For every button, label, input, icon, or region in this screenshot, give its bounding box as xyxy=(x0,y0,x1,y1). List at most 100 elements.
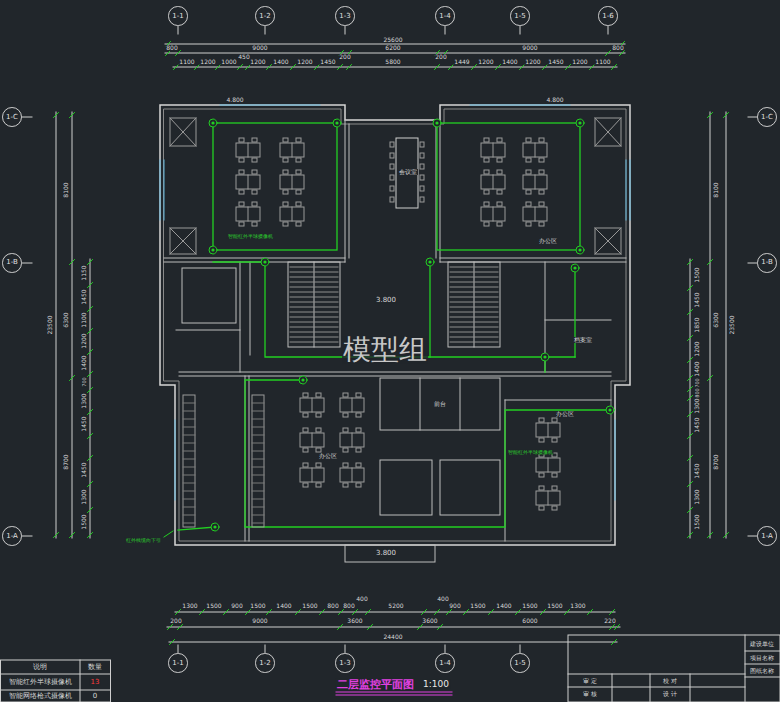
axis-label: 1-2 xyxy=(259,13,270,20)
dimension-line xyxy=(175,612,615,613)
axis-bubble: 1-C xyxy=(2,107,22,127)
dimension-tick xyxy=(612,65,617,70)
dimension-tick xyxy=(353,610,358,615)
dimension-tick xyxy=(88,482,93,487)
dimension-text: 1450 xyxy=(694,462,700,479)
axis-label: 1-4 xyxy=(439,13,450,20)
dimension-tick xyxy=(590,65,595,70)
dimension-text: 1400 xyxy=(272,59,289,65)
dimension-tick xyxy=(520,65,525,70)
dimension-text: 400 xyxy=(355,596,368,602)
camera-symbol xyxy=(209,119,217,127)
dimension-text: 1450 xyxy=(694,416,700,433)
desk-cluster xyxy=(236,170,260,194)
axis-label: 1-C xyxy=(761,114,773,121)
dimension-tick xyxy=(315,65,320,70)
dimension-line xyxy=(72,112,73,538)
conference-table xyxy=(396,138,418,208)
outer-wall xyxy=(160,105,630,545)
dimension-text: 1300 xyxy=(81,392,87,409)
dimension-text: 200 xyxy=(169,618,182,624)
title-block-cell: 图纸名称 xyxy=(749,668,775,674)
dimension-text: 1450 xyxy=(81,415,87,432)
leader-line xyxy=(164,531,173,537)
title-underline xyxy=(336,692,452,693)
dimension-tick xyxy=(688,286,693,291)
desk-cluster xyxy=(340,463,364,487)
dimension-text: 1450 xyxy=(694,291,700,308)
dimension-tick xyxy=(70,533,75,538)
axis-label: 1-1 xyxy=(172,13,183,20)
desk-cluster xyxy=(340,393,364,417)
title-block-cell: 项目名称 xyxy=(749,655,775,661)
axis-bubble: 1-3 xyxy=(335,653,354,672)
dimension-tick xyxy=(338,65,343,70)
dimension-tick xyxy=(88,456,93,461)
dimension-tick xyxy=(70,113,75,118)
dimension-tick xyxy=(339,610,344,615)
dimension-tick xyxy=(438,625,443,630)
dimension-tick xyxy=(464,610,469,615)
dimension-text: 5200 xyxy=(387,603,404,609)
dimension-text: 1200 xyxy=(477,59,494,65)
dimension-tick xyxy=(224,610,229,615)
dimension-line xyxy=(56,112,57,538)
column-box xyxy=(170,118,621,254)
monitor-cable xyxy=(178,123,610,530)
dimension-tick xyxy=(620,51,625,56)
dimension-text: 1300 xyxy=(81,488,87,505)
dimension-tick xyxy=(565,610,570,615)
dimension-text: 25600 xyxy=(382,37,403,43)
dimension-tick xyxy=(368,625,373,630)
desk-cluster xyxy=(280,138,304,162)
desk-cluster xyxy=(340,428,364,452)
dimension-text: 800 xyxy=(342,603,355,609)
dimension-tick xyxy=(238,65,243,70)
dimension-line xyxy=(710,112,711,538)
axis-label: 1-4 xyxy=(439,660,450,667)
dimension-text: 1200 xyxy=(199,59,216,65)
dimension-tick xyxy=(170,640,175,645)
dimension-text: 1000 xyxy=(220,59,237,65)
dimension-text: 6300 xyxy=(713,311,719,328)
dimension-tick xyxy=(54,533,59,538)
dimension-tick xyxy=(216,65,221,70)
dimension-tick xyxy=(178,625,183,630)
camera-symbol xyxy=(211,523,219,531)
dimension-tick xyxy=(496,65,501,70)
dimension-tick xyxy=(347,65,352,70)
desk-cluster xyxy=(300,393,324,417)
axis-label: 1-5 xyxy=(514,13,525,20)
axis-label: 1-C xyxy=(6,114,18,121)
dimension-text: 1500 xyxy=(205,603,222,609)
dimension-tick xyxy=(70,376,75,381)
dimension-text: 1500 xyxy=(694,266,700,283)
dimension-tick xyxy=(418,625,423,630)
axis-label: 1-A xyxy=(6,533,18,540)
dimension-tick xyxy=(688,358,693,363)
device-note: 红外线缆向下引 xyxy=(125,538,162,543)
title-block-cell: 校 对 xyxy=(662,678,678,684)
room-name: 会议室 xyxy=(398,169,418,175)
title-block-cell: 审 定 xyxy=(582,678,598,684)
dimension-tick xyxy=(688,533,693,538)
axis-line xyxy=(22,26,757,653)
dimension-tick xyxy=(472,65,477,70)
elevation-text: 4.800 xyxy=(545,97,564,103)
dimension-text: 900 xyxy=(448,603,461,609)
dimension-tick xyxy=(174,65,179,70)
dimension-text: 1100 xyxy=(594,59,611,65)
scale-text: 1:100 xyxy=(422,680,450,689)
camera-symbol xyxy=(426,258,434,266)
dimension-tick xyxy=(176,610,181,615)
dimension-text: 1400 xyxy=(501,59,518,65)
desk-cluster xyxy=(523,202,547,226)
dimension-tick xyxy=(246,65,251,70)
camera-symbol xyxy=(571,264,579,272)
dimension-tick xyxy=(724,533,729,538)
desk-cluster xyxy=(300,463,324,487)
dimension-text: 1500 xyxy=(469,603,486,609)
title-block-cell: 建设单位 xyxy=(749,641,775,647)
dimension-text: 1200 xyxy=(524,59,541,65)
